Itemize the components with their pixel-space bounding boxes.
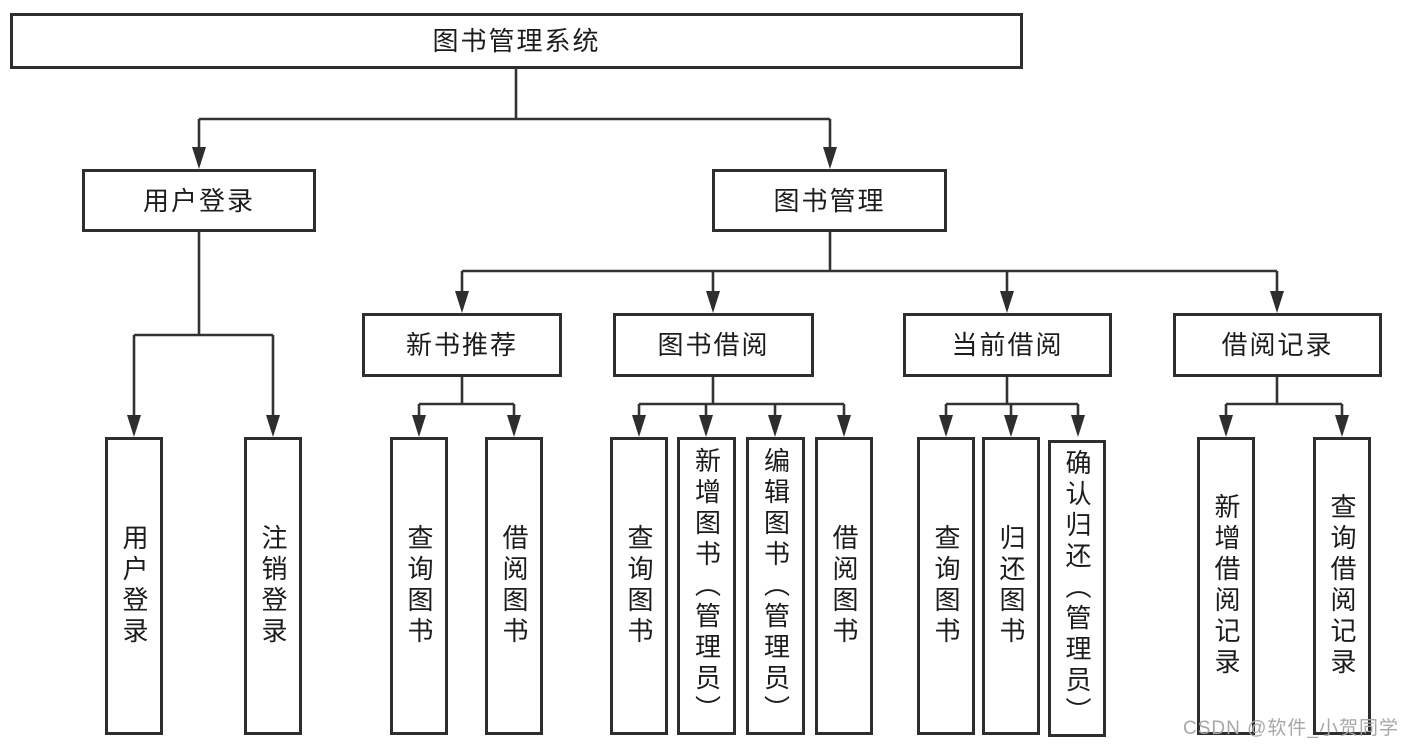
connector-root-to-level2	[192, 69, 837, 169]
leaf-edit-book-admin-label: 编辑图书（管理员）	[760, 446, 791, 726]
leaf-add-borrow-record-label: 新增借阅记录	[1211, 493, 1241, 679]
leaf-borrow-books-recommend: 借阅图书	[485, 437, 543, 735]
node-user-login: 用户登录	[82, 169, 316, 232]
arrowhead	[706, 291, 720, 313]
leaf-user-login-label: 用户登录	[119, 524, 149, 648]
leaf-confirm-return-admin: 确认归还（管理员）	[1048, 440, 1106, 737]
arrowhead	[1071, 415, 1085, 437]
arrowhead	[1270, 291, 1284, 313]
leaf-add-borrow-record: 新增借阅记录	[1197, 437, 1255, 735]
arrowhead	[939, 415, 953, 437]
leaf-query-books-borrow-label: 查询图书	[624, 524, 654, 648]
arrowhead	[507, 415, 521, 437]
connector-book-borrow-to-leaves	[632, 377, 851, 437]
leaf-confirm-return-admin-label: 确认归还（管理员）	[1062, 449, 1092, 728]
node-current-borrowing-label: 当前借阅	[951, 330, 1064, 360]
leaf-query-books-borrow: 查询图书	[610, 437, 668, 735]
arrowhead	[127, 415, 141, 437]
node-book-borrowing: 图书借阅	[613, 313, 814, 377]
arrowhead	[1219, 415, 1233, 437]
arrowhead	[823, 147, 837, 169]
node-book-management: 图书管理	[712, 169, 947, 232]
arrowhead	[768, 415, 782, 437]
node-root: 图书管理系统	[10, 13, 1023, 69]
leaf-add-book-admin: 新增图书（管理员）	[677, 437, 736, 735]
node-new-book-recommend-label: 新书推荐	[405, 330, 518, 360]
leaf-return-book: 归还图书	[982, 437, 1040, 735]
node-borrow-records-label: 借阅记录	[1221, 330, 1334, 360]
connector-current-borrow-to-leaves	[939, 377, 1085, 437]
leaf-edit-book-admin: 编辑图书（管理员）	[746, 437, 805, 735]
leaf-query-books-current: 查询图书	[917, 437, 975, 735]
arrowhead	[266, 415, 280, 437]
leaf-user-login: 用户登录	[105, 437, 163, 735]
leaf-borrow-books: 借阅图书	[815, 437, 873, 735]
arrowhead	[632, 415, 646, 437]
arrowhead	[837, 415, 851, 437]
leaf-add-book-admin-label: 新增图书（管理员）	[691, 446, 722, 726]
leaf-logout-label: 注销登录	[258, 524, 288, 648]
leaf-logout: 注销登录	[244, 437, 302, 735]
watermark: CSDN @软件_小贺同学	[1183, 718, 1399, 739]
leaf-query-books-recommend: 查询图书	[390, 437, 448, 735]
node-borrow-records: 借阅记录	[1173, 313, 1382, 377]
leaf-query-books-recommend-label: 查询图书	[404, 524, 434, 648]
leaf-return-book-label: 归还图书	[996, 524, 1026, 648]
leaf-query-books-current-label: 查询图书	[931, 524, 961, 648]
leaf-query-borrow-record-label: 查询借阅记录	[1327, 493, 1357, 679]
node-user-login-label: 用户登录	[142, 185, 255, 216]
arrowhead	[699, 415, 713, 437]
connector-borrow-records-to-leaves	[1219, 377, 1349, 437]
arrowhead	[412, 415, 426, 437]
node-new-book-recommend: 新书推荐	[362, 313, 562, 377]
arrowhead	[192, 147, 206, 169]
node-book-borrowing-label: 图书借阅	[657, 330, 770, 360]
leaf-borrow-books-label: 借阅图书	[829, 524, 859, 648]
connector-book-mgmt-to-level3	[455, 232, 1284, 313]
arrowhead	[1004, 415, 1018, 437]
connector-new-book-to-leaves	[412, 377, 521, 437]
node-root-label: 图书管理系统	[432, 26, 601, 56]
connector-user-login-to-leaves	[127, 232, 280, 437]
arrowhead	[1000, 291, 1014, 313]
arrowhead	[1335, 415, 1349, 437]
node-current-borrowing: 当前借阅	[903, 313, 1112, 377]
node-book-management-label: 图书管理	[773, 185, 886, 216]
leaf-query-borrow-record: 查询借阅记录	[1313, 437, 1371, 735]
arrowhead	[455, 291, 469, 313]
leaf-borrow-books-recommend-label: 借阅图书	[499, 524, 529, 648]
